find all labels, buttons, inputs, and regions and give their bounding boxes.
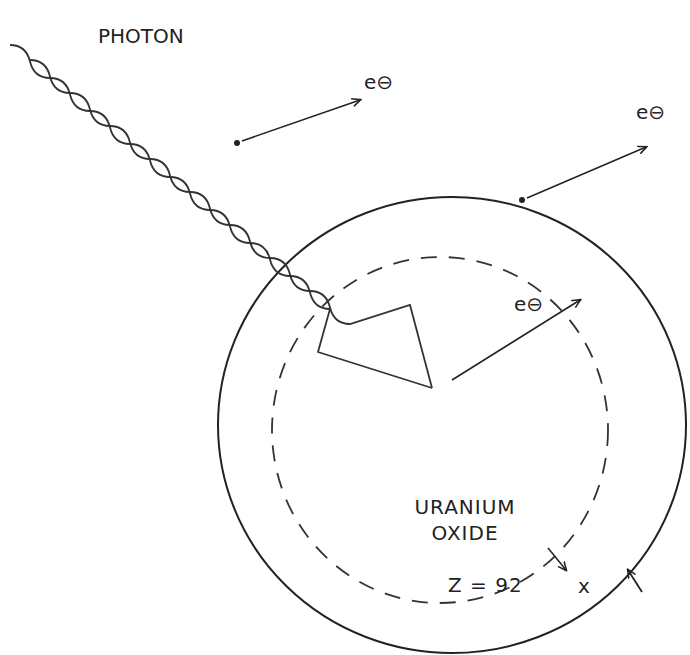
photon-wave <box>10 45 432 388</box>
surface-pointer <box>628 570 642 592</box>
electron-label: e⊖ <box>636 100 665 124</box>
photon-label: PHOTON <box>98 24 184 48</box>
material-name: URANIUM OXIDE <box>400 494 530 546</box>
electron-track <box>242 100 360 141</box>
electron-dot <box>234 140 240 146</box>
electron-track <box>527 147 646 198</box>
dashed-ellipse <box>272 257 608 603</box>
electron-dot <box>519 197 525 203</box>
grain-outline <box>218 197 686 653</box>
material-region: URANIUM OXIDE Z = 92 <box>270 255 610 605</box>
dashed-boundary <box>270 255 610 605</box>
photon-wave <box>30 60 432 388</box>
electron-label: e⊖ <box>364 70 393 94</box>
electron-label: e⊖ <box>514 292 543 316</box>
atomic-number: Z = 92 <box>448 572 523 598</box>
depth-label: x <box>578 574 590 598</box>
